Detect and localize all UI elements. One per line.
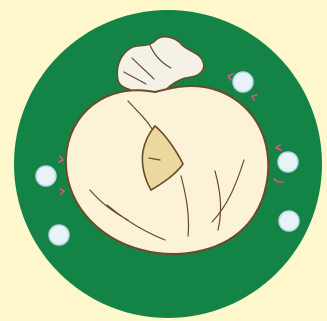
air-bubble-icon bbox=[278, 152, 298, 172]
air-bubble-icon bbox=[49, 225, 69, 245]
air-bubble-icon bbox=[279, 211, 299, 231]
air-bubble-icon bbox=[233, 72, 253, 92]
air-bubble-icon bbox=[36, 166, 56, 186]
